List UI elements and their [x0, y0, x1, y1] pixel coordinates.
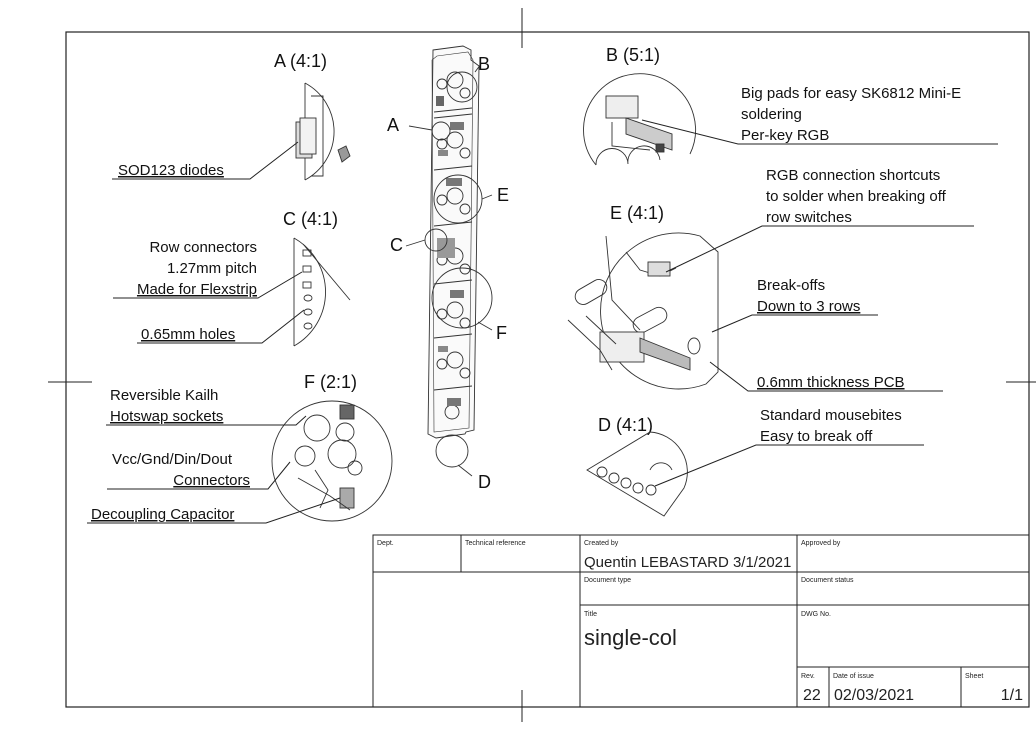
tb-created-label: Created by [584, 540, 619, 547]
note-row-connectors: Row connectors [149, 239, 257, 256]
detail-a-title: A (4:1) [274, 51, 327, 71]
detail-b-view [583, 73, 696, 166]
note-bigpads-3: Per-key RGB [741, 127, 829, 144]
tb-doctype-label: Document type [584, 577, 631, 584]
sheet-border [65, 31, 1030, 708]
leader-mousebites [654, 444, 924, 487]
tb-sheet-value: 1/1 [1001, 687, 1023, 704]
tb-dept-label: Dept. [377, 540, 394, 547]
detail-c-view [293, 237, 351, 347]
leader-holes [137, 309, 305, 344]
marker-a: A [387, 115, 399, 135]
tb-sheet-label: Sheet [965, 673, 983, 680]
tb-rev-label: Rev. [801, 673, 815, 680]
leader-thickness [709, 361, 943, 392]
title-block [372, 534, 1030, 708]
note-breakoffs-2: Down to 3 rows [757, 298, 860, 315]
tb-title-label: Title [584, 611, 597, 618]
marker-c: C [390, 235, 403, 255]
tb-date-value: 02/03/2021 [834, 687, 914, 704]
note-rgb-3: row switches [766, 209, 852, 226]
note-kailh-1: Reversible Kailh [110, 387, 218, 404]
marker-e: E [497, 185, 509, 205]
leader-flexstrip [113, 271, 303, 299]
note-holes: 0.65mm holes [141, 326, 235, 343]
tb-title-value: single-col [584, 625, 677, 650]
detail-e-title: E (4:1) [610, 203, 664, 223]
detail-c-title: C (4:1) [283, 209, 338, 229]
leader-kailh [106, 415, 307, 426]
tb-docstatus-label: Document status [801, 577, 854, 584]
note-rgb-1: RGB connection shortcuts [766, 167, 940, 184]
pcb-main-view [405, 45, 493, 477]
note-flexstrip: Made for Flexstrip [137, 281, 257, 298]
tb-techref-label: Technical reference [465, 540, 526, 547]
detail-f-view [271, 400, 393, 522]
note-bigpads-2: soldering [741, 106, 802, 123]
note-pitch: 1.27mm pitch [167, 260, 257, 277]
tb-approved-label: Approved by [801, 540, 841, 547]
detail-f-title: F (2:1) [304, 372, 357, 392]
detail-d-view [586, 431, 688, 517]
detail-b-title: B (5:1) [606, 45, 660, 65]
leader-decoupling [87, 497, 341, 524]
note-mousebites-1: Standard mousebites [760, 407, 902, 424]
tb-date-label: Date of issue [833, 673, 874, 680]
note-bigpads-1: Big pads for easy SK6812 Mini-E [741, 85, 961, 102]
tb-dwg-label: DWG No. [801, 611, 831, 618]
marker-d: D [478, 472, 491, 492]
detail-a-view [295, 82, 351, 181]
leader-breakoffs [711, 314, 878, 333]
tb-rev-value: 22 [803, 687, 821, 704]
leader-vcc [107, 461, 291, 490]
leader-bigpads [641, 119, 998, 145]
note-sod123: SOD123 diodes [118, 162, 224, 179]
note-vcc-1: Vcc/Gnd/Din/Dout [112, 451, 233, 468]
tb-created-value: Quentin LEBASTARD 3/1/2021 [584, 554, 791, 571]
note-kailh-2: Hotswap sockets [110, 408, 223, 425]
detail-d-title: D (4:1) [598, 415, 653, 435]
note-decoupling: Decoupling Capacitor [91, 506, 234, 523]
leader-sod123 [112, 141, 299, 180]
note-vcc-2: Connectors [173, 472, 250, 489]
detail-e-view [567, 232, 719, 390]
note-thickness: 0.6mm thickness PCB [757, 374, 905, 391]
note-rgb-2: to solder when breaking off [766, 188, 947, 205]
leader-rgb [665, 225, 974, 273]
marker-b: B [478, 54, 490, 74]
marker-f: F [496, 323, 507, 343]
note-mousebites-2: Easy to break off [760, 428, 873, 445]
note-breakoffs-1: Break-offs [757, 277, 825, 294]
